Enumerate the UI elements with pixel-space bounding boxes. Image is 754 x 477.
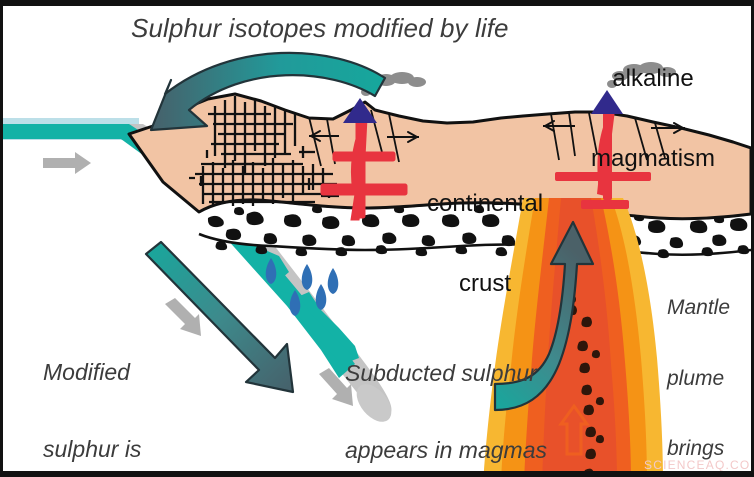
watermark: SCIENCEAQ.COM (644, 458, 754, 472)
label-alkaline-line1: alkaline (612, 64, 694, 92)
fluid-drops (265, 258, 339, 316)
label-plume-line1: Mantle (667, 296, 731, 320)
label-continental-crust: continental crust (427, 137, 543, 352)
volcano-left-magma-system (320, 72, 426, 221)
subduction-arrow (144, 240, 295, 394)
label-sulphur-isotopes-modified: Sulphur isotopes modified by life (131, 13, 509, 43)
label-crust-line2: crust (459, 270, 512, 298)
top-curved-arrow (149, 51, 387, 132)
plume-curved-arrow (493, 220, 595, 412)
slab-motion-arrows (43, 152, 353, 406)
extension-arrows-left (309, 130, 419, 143)
label-modified-line1: Modified (43, 358, 130, 385)
label-alkaline-magmatism: alkaline magmatism (591, 12, 715, 227)
label-crust-line1: continental (427, 189, 544, 217)
label-subducted-line1: Subducted sulphur (345, 359, 537, 386)
label-plume-line2: plume (667, 366, 725, 390)
label-subducted-sulphur-magmas: Subducted sulphur appears in magmas (345, 309, 547, 471)
label-alkaline-line2: magmatism (591, 145, 716, 173)
smoke-right (607, 62, 676, 88)
label-mantle-plume-sulphur: Mantle plume brings sulphur from depth (667, 249, 736, 471)
crosshatch-patch (189, 96, 339, 206)
label-modified-sulphur-subducted: Modified sulphur is subducted (43, 308, 149, 471)
volcano-right-magma-system (555, 62, 676, 209)
geology-cross-section-diagram (3, 51, 751, 471)
fault-lines-right (550, 112, 666, 161)
extension-arrows-right (543, 120, 685, 134)
label-plume-line3: brings (667, 437, 725, 461)
label-modified-line2: sulphur is (43, 435, 142, 462)
label-subducted-line2: appears in magmas (345, 436, 547, 463)
